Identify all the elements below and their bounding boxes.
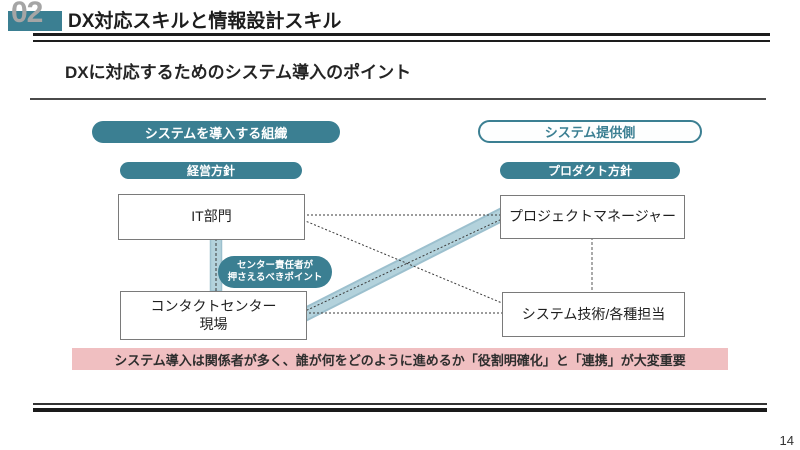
callout-line2: 押さえるべきポイント	[227, 272, 323, 283]
label-system-provider-text: システム提供側	[544, 125, 636, 140]
section-subtitle: DXに対応するためのシステム導入のポイント	[65, 63, 412, 82]
box-project-manager: プロジェクトマネージャー	[500, 195, 685, 239]
slide-number-accent-block	[8, 11, 62, 31]
footer-divider-thick	[33, 408, 767, 412]
label-adopting-organization-text: システムを導入する組織	[144, 125, 288, 141]
label-system-provider: システム提供側	[478, 120, 702, 143]
box-contact-center-line2: 現場	[199, 315, 228, 332]
box-project-manager-text: プロジェクトマネージャー	[508, 208, 677, 225]
title-divider-thin	[33, 40, 770, 42]
page-number: 14	[779, 433, 794, 448]
box-contact-center: コンタクトセンター 現場	[120, 291, 307, 340]
box-it-department-text: IT部門	[191, 208, 232, 225]
callout-center-manager-point: センター責任者が 押さえるべきポイント	[218, 256, 332, 288]
footer-divider-thin	[33, 403, 767, 405]
key-message-banner: システム導入は関係者が多く、誰が何をどのように進めるか「役割明確化」と「連携」が…	[72, 348, 728, 370]
label-management-policy: 経営方針	[120, 162, 302, 179]
label-adopting-organization: システムを導入する組織	[92, 121, 340, 143]
callout-line1: センター責任者が	[236, 259, 313, 271]
label-management-policy-text: 経営方針	[186, 164, 235, 178]
box-system-tech: システム技術/各種担当	[502, 292, 685, 337]
slide-title: DX対応スキルと情報設計スキル	[68, 11, 342, 32]
label-product-policy-text: プロダクト方針	[547, 164, 632, 178]
subtitle-underline	[30, 98, 766, 100]
edge-contact-pm-dotted	[302, 218, 503, 313]
box-it-department: IT部門	[118, 194, 305, 240]
slide-number: 02	[11, 0, 43, 29]
band-contact-to-pm-inner	[297, 208, 508, 322]
label-product-policy: プロダクト方針	[500, 162, 680, 179]
key-message-text: システム導入は関係者が多く、誰が何をどのように進めるか「役割明確化」と「連携」が…	[114, 352, 686, 368]
box-system-tech-text: システム技術/各種担当	[521, 305, 666, 322]
box-contact-center-line1: コンタクトセンター	[150, 298, 277, 314]
title-divider-thick	[33, 33, 770, 36]
